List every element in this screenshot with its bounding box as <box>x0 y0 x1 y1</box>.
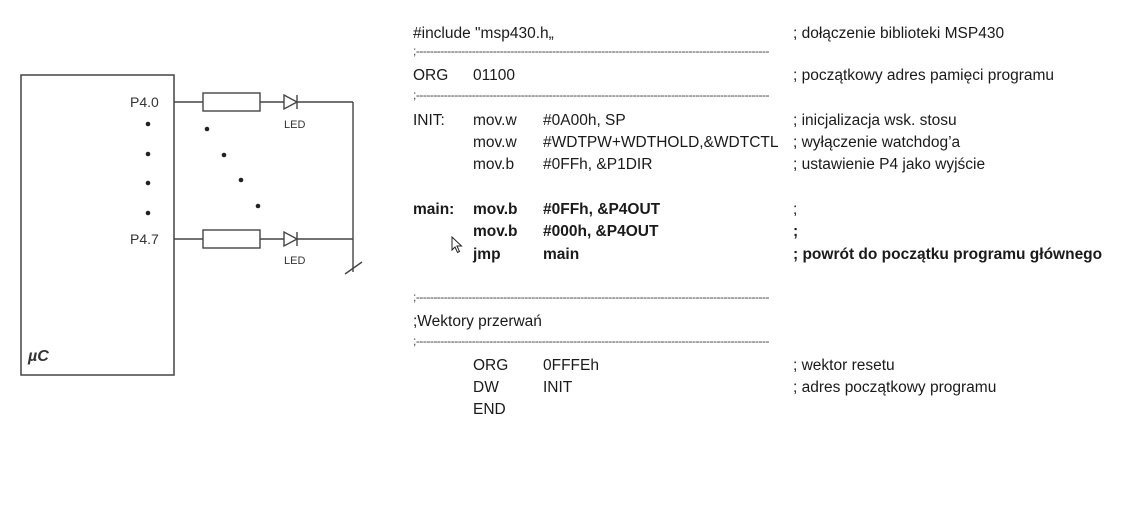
channel-dot <box>255 203 261 209</box>
pin-dot <box>145 151 151 157</box>
vector-comment: ; wektor resetu <box>793 357 895 374</box>
pin-label-p4-7: P4.7 <box>130 231 159 247</box>
main-mnemonic: jmp <box>473 246 501 263</box>
vector-mnemonic: DW <box>473 379 499 396</box>
init-mnemonic: mov.b <box>473 156 515 173</box>
vector-mnemonic: ORG <box>473 357 509 374</box>
pin-dot <box>145 180 151 186</box>
main-comment: ; <box>793 223 799 240</box>
include-comment: ; dołączenie biblioteki MSP430 <box>793 25 1005 42</box>
separator-line: ;---------------------------------------… <box>413 89 769 101</box>
channel-dot <box>221 152 227 158</box>
channel-dot <box>204 126 210 132</box>
init-comment: ; wyłączenie watchdog’a <box>793 134 961 151</box>
separator-line: ;---------------------------------------… <box>413 45 769 57</box>
vector-comment: ; adres początkowy programu <box>793 379 997 396</box>
vector-mnemonic: END <box>473 401 506 418</box>
vector-operand: INIT <box>543 379 573 396</box>
main-comment: ; <box>793 201 798 218</box>
main-operand: #0FFh, &P4OUT <box>543 201 661 218</box>
org-label: ORG <box>413 67 449 84</box>
separator-line: ;---------------------------------------… <box>413 291 769 303</box>
include-directive: #include "msp430.h„ <box>413 25 554 42</box>
pin-label-p4-0: P4.0 <box>130 94 159 110</box>
led-label-top: LED <box>284 119 305 131</box>
org-comment: ; początkowy adres pamięci programu <box>793 67 1055 84</box>
main-operand: main <box>543 246 580 263</box>
vectors-title: ;Wektory przerwań <box>413 313 542 330</box>
init-comment: ; ustawienie P4 jako wyjście <box>793 156 986 173</box>
init-mnemonic: mov.w <box>473 112 517 129</box>
init-operand: #0FFh, &P1DIR <box>543 156 653 173</box>
init-operand: #WDTPW+WDTHOLD,&WDTCTL <box>543 134 779 151</box>
led-top-icon <box>283 93 299 111</box>
pin-dot <box>145 121 151 127</box>
pin-dot <box>145 210 151 216</box>
init-mnemonic: mov.w <box>473 134 517 151</box>
mcu-label: µC <box>27 348 49 365</box>
main-label: main: <box>413 201 455 218</box>
main-mnemonic: mov.b <box>473 201 518 218</box>
main-operand: #000h, &P4OUT <box>543 223 659 240</box>
init-comment: ; inicjalizacja wsk. stosu <box>793 112 957 129</box>
init-label: INIT: <box>413 112 445 129</box>
channel-dot <box>238 177 244 183</box>
led-label-bottom: LED <box>284 255 305 267</box>
main-comment: ; powrót do początku programu głównego <box>793 246 1103 263</box>
microcontroller-box <box>20 74 175 376</box>
led-bottom-icon <box>283 230 299 248</box>
led-channel-bottom <box>174 229 353 249</box>
mouse-cursor-icon <box>451 236 463 254</box>
led-channel-top <box>174 92 353 112</box>
ground-icon <box>344 261 363 275</box>
init-operand: #0A00h, SP <box>543 112 626 129</box>
separator-line: ;---------------------------------------… <box>413 335 769 347</box>
vector-operand: 0FFFEh <box>543 357 599 374</box>
main-mnemonic: mov.b <box>473 223 518 240</box>
org-value: 01100 <box>473 67 515 84</box>
circuit-diagram: µC P4.0 P4.7 LED LED <box>20 74 363 376</box>
